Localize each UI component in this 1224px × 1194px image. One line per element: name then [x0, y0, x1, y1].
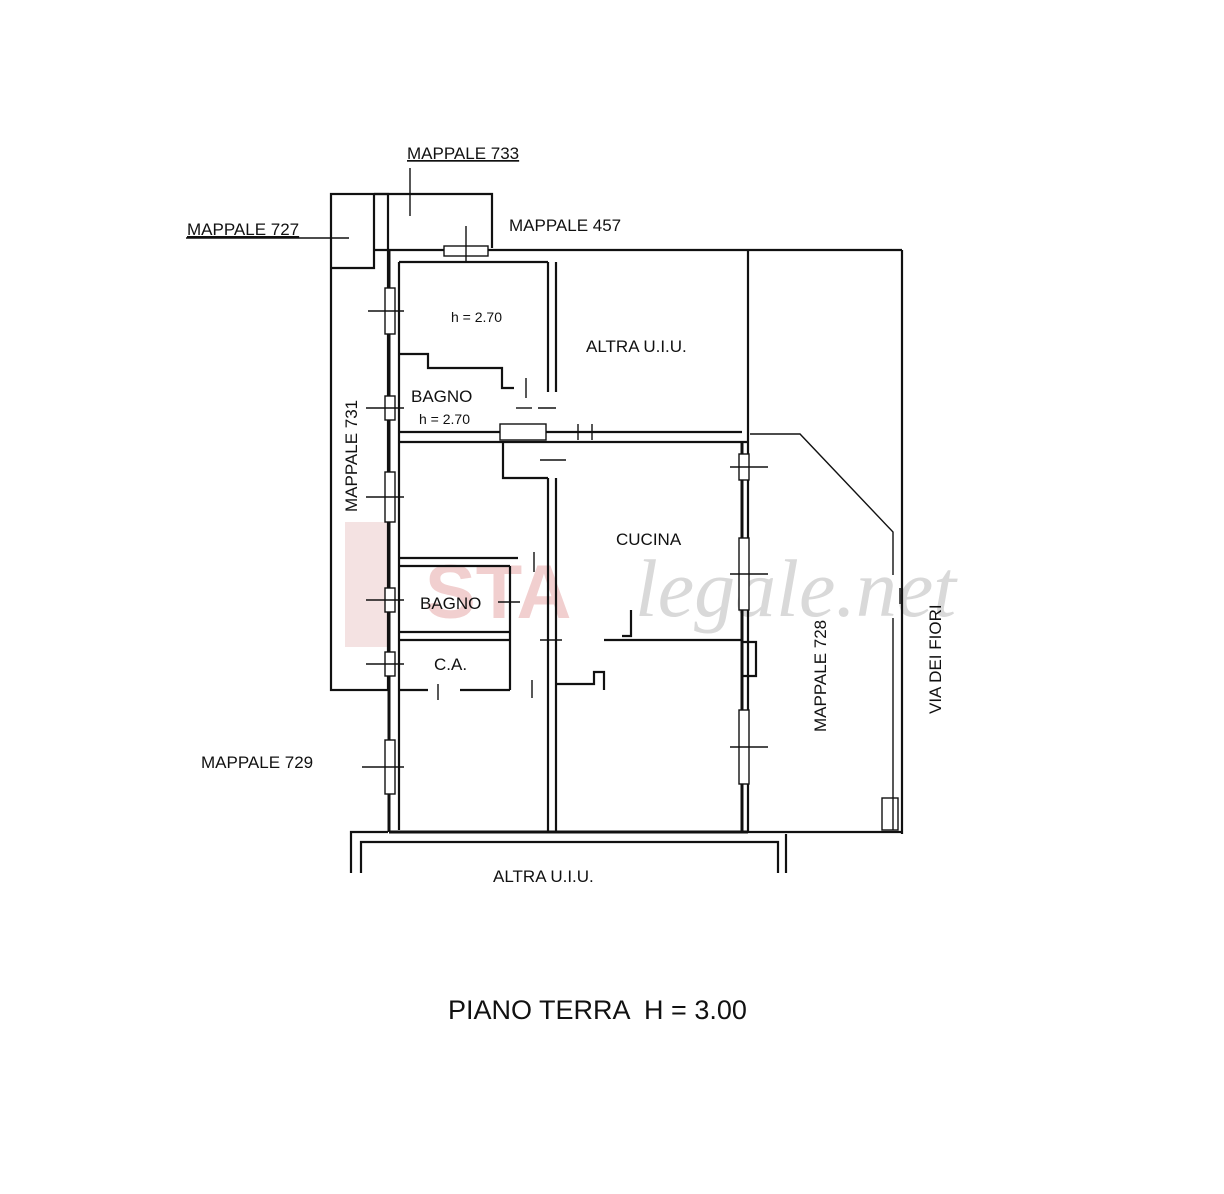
via-dei-fiori-label: VIA DEI FIORI: [926, 604, 945, 714]
south-east-jog: [742, 640, 758, 678]
mappale-727-label: MAPPALE 727: [187, 220, 299, 239]
watermark-suffix: legale.net: [635, 543, 958, 634]
door-marks: [437, 378, 593, 700]
altra-uiu-top-label: ALTRA U.I.U.: [586, 337, 687, 356]
corridor-cupboard: [556, 670, 606, 690]
site-boundaries: [186, 168, 904, 873]
bagno-upper-height-label: h = 2.70: [419, 411, 470, 427]
bagno-lower-label: BAGNO: [420, 594, 481, 613]
altra-uiu-bottom-outline: [359, 840, 780, 873]
mappale-727-box: [331, 194, 376, 270]
mappale-728-label: MAPPALE 728: [811, 620, 830, 732]
mappale-733-box: [374, 192, 494, 248]
corridor-upper-jog: [501, 442, 548, 480]
bagno-upper-label: BAGNO: [411, 387, 472, 406]
watermark-prefix: STA: [425, 550, 571, 635]
corner-pillar: [881, 797, 899, 831]
mappale-457-label: MAPPALE 457: [509, 216, 621, 235]
cucina-label: CUCINA: [616, 530, 682, 549]
altra-uiu-bottom-label: ALTRA U.I.U.: [493, 867, 594, 886]
mappale-729-label: MAPPALE 729: [201, 753, 313, 772]
mappale-733-label: MAPPALE 733: [407, 144, 519, 163]
via-dei-fiori-diagonal: [750, 433, 894, 575]
floor-title: PIANO TERRA H = 3.00: [448, 995, 747, 1025]
mappale-731-label: MAPPALE 731: [342, 400, 361, 512]
bottom-boundary-left: [349, 830, 388, 873]
watermark-logo-block: [345, 522, 390, 647]
building-walls: [387, 250, 758, 834]
door-frame: [499, 423, 547, 441]
bagno-upper-north-wall: [399, 352, 514, 390]
storage-height-label: h = 2.70: [451, 309, 502, 325]
windows: [362, 226, 768, 795]
cucina-nook: [622, 610, 633, 638]
ca-label: C.A.: [434, 655, 467, 674]
